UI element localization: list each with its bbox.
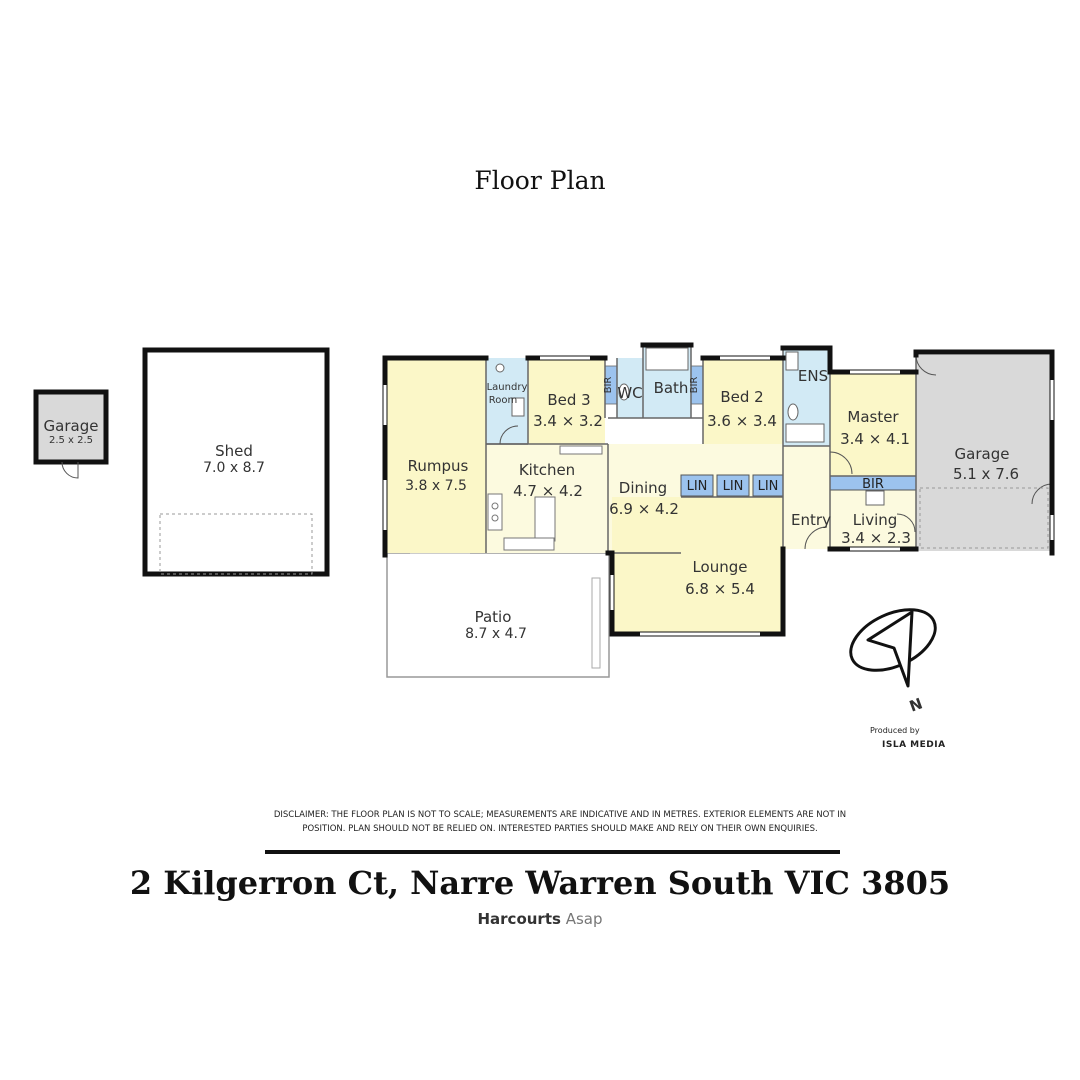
disclaimer-line-2: POSITION. PLAN SHOULD NOT BE RELIED ON. … — [302, 824, 818, 834]
lounge-name: Lounge — [692, 558, 747, 576]
bed2-bir-label: BIR — [689, 377, 700, 394]
garage-small-area — [33, 389, 109, 465]
shed-name: Shed — [215, 442, 253, 460]
room-garage-small: Garage 2.5 x 2.5 — [33, 389, 109, 479]
page-title: Floor Plan — [474, 166, 606, 195]
laundry-name-2: Room — [489, 395, 517, 406]
lin-cupboard-1 — [680, 474, 714, 497]
lounge-area — [612, 497, 783, 634]
living-dims: 3.4 × 2.3 — [841, 529, 911, 547]
kitchen-name: Kitchen — [519, 461, 575, 479]
lin-label-1: LIN — [687, 479, 708, 494]
bed3-area — [528, 358, 605, 444]
bed2-name: Bed 2 — [720, 388, 763, 406]
garage-small-dims: 2.5 x 2.5 — [49, 435, 93, 446]
producer-name: ISLA MEDIA — [882, 740, 946, 750]
master-dims: 3.4 × 4.1 — [840, 430, 910, 448]
rumpus-area — [385, 358, 486, 553]
entry-name: Entry — [791, 511, 831, 529]
patio-name: Patio — [475, 608, 512, 626]
produced-by-label: Produced by — [870, 726, 920, 735]
bathroom-fixtures — [495, 347, 885, 506]
door-swings — [499, 354, 1053, 550]
entry-area — [783, 446, 830, 549]
master-bir-label: BIR — [862, 477, 884, 492]
divider-rule — [265, 850, 840, 854]
room-shed: Shed 7.0 x 8.7 — [142, 347, 330, 577]
rumpus-name: Rumpus — [408, 457, 469, 475]
rumpus-dims: 3.8 x 7.5 — [405, 478, 467, 494]
lounge-dims: 6.8 × 5.4 — [685, 580, 755, 598]
kitchen-fittings — [487, 445, 603, 551]
garage-main-area — [916, 355, 1052, 551]
disclaimer-line-1: DISCLAIMER: THE FLOOR PLAN IS NOT TO SCA… — [273, 810, 847, 820]
brand-name: Harcourts — [477, 910, 561, 928]
shed-area — [142, 347, 330, 577]
shed-door-outline — [159, 513, 313, 575]
shed-dims: 7.0 x 8.7 — [203, 460, 265, 476]
garage-main-name: Garage — [955, 445, 1010, 463]
disclaimer: DISCLAIMER: THE FLOOR PLAN IS NOT TO SCA… — [240, 808, 880, 836]
garage-main-dims: 5.1 x 7.6 — [953, 465, 1019, 483]
agency-brand: Harcourts Asap — [0, 910, 1080, 928]
property-address: 2 Kilgerron Ct, Narre Warren South VIC 3… — [129, 864, 951, 902]
ens-name: ENS — [798, 367, 828, 385]
patio-dims: 8.7 x 4.7 — [465, 626, 527, 642]
window-openings — [383, 356, 1054, 636]
garage-small-door — [61, 461, 79, 479]
dining-dims: 6.9 × 4.2 — [609, 500, 679, 518]
lin-label-2: LIN — [723, 479, 744, 494]
room-patio: Patio 8.7 x 4.7 — [386, 552, 610, 678]
compass-icon: N — [849, 608, 937, 716]
patio-area — [386, 552, 610, 678]
laundry-name-1: Laundry — [487, 382, 528, 393]
garage-main-door-outline — [919, 487, 1049, 549]
master-area — [830, 372, 916, 476]
garage-small-name: Garage — [44, 417, 99, 435]
bed2-dims: 3.6 × 3.4 — [707, 412, 777, 430]
patio-step — [591, 577, 601, 669]
bed3-bir-label: BIR — [603, 377, 614, 394]
lin-label-3: LIN — [758, 479, 779, 494]
bed2-area — [703, 358, 783, 444]
interior-walls — [485, 345, 917, 554]
dining-name: Dining — [619, 479, 667, 497]
bed3-name: Bed 3 — [547, 391, 590, 409]
compass-north-label: N — [907, 694, 925, 715]
master-name: Master — [847, 408, 899, 426]
living-name: Living — [853, 511, 898, 529]
wc-name: WC — [617, 384, 642, 402]
kitchen-dims: 4.7 × 4.2 — [513, 482, 583, 500]
brand-suffix: Asap — [565, 910, 603, 928]
bed3-dims: 3.4 × 3.2 — [533, 412, 603, 430]
lin-cupboard-2 — [716, 474, 750, 497]
bath-name: Bath — [654, 379, 689, 397]
